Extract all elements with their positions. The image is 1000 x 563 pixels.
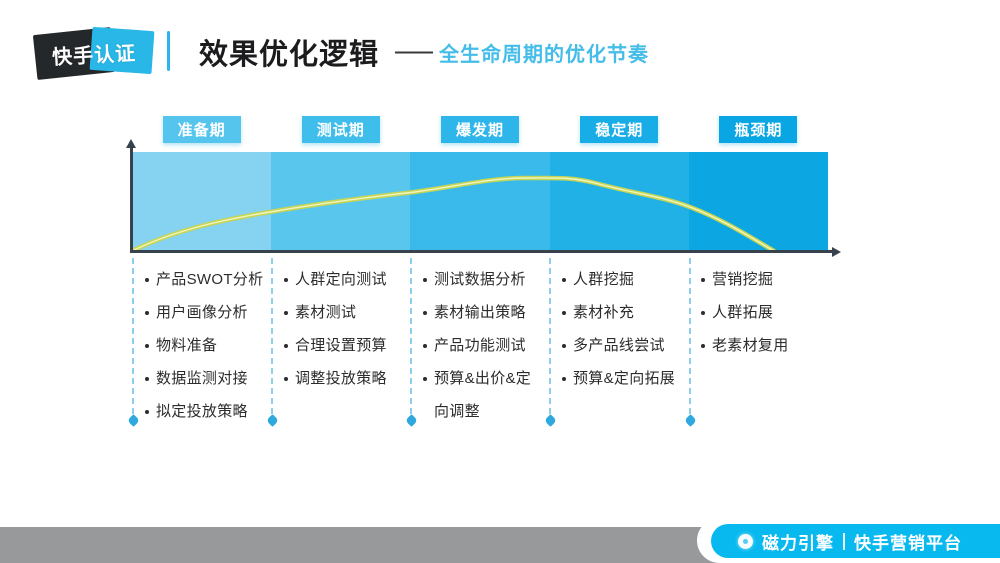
separator-2 <box>265 258 279 427</box>
title-dash: —— <box>395 40 433 63</box>
list-item: 拟定投放策略 <box>143 395 267 428</box>
footer-divider <box>843 532 845 550</box>
phase-badge-testing: 测试期 <box>301 116 380 143</box>
y-axis-arrow-icon <box>126 139 136 148</box>
list-item: 调整投放策略 <box>282 362 406 395</box>
list-item: 预算&定向拓展 <box>560 362 684 395</box>
list-item: 多产品线尝试 <box>560 329 684 362</box>
column-bottleneck: 营销挖掘 人群拓展 老素材复用 <box>688 261 827 428</box>
list-item: 素材补充 <box>560 296 684 329</box>
curve-stroke <box>132 175 777 251</box>
page-subtitle: 全生命周期的优化节奏 <box>439 43 650 66</box>
phase-detail-columns: 产品SWOT分析 用户画像分析 物料准备 数据监测对接 拟定投放策略 人群定向测… <box>132 261 852 428</box>
lifecycle-curve <box>132 175 777 251</box>
header-divider <box>167 31 170 71</box>
separator-1 <box>126 258 140 427</box>
footer-platform-name: 快手营销平台 <box>854 533 962 553</box>
band-preparation <box>132 152 272 251</box>
list-item: 素材输出策略 <box>421 296 545 329</box>
phase-badge-stable: 稳定期 <box>580 116 659 143</box>
footer-brand-name: 磁力引擎 <box>762 533 834 553</box>
column-separators <box>126 258 828 428</box>
y-axis <box>130 147 133 252</box>
list-item: 素材测试 <box>282 296 406 329</box>
column-preparation: 产品SWOT分析 用户画像分析 物料准备 数据监测对接 拟定投放策略 <box>132 261 271 428</box>
list-item: 人群定向测试 <box>282 263 406 296</box>
list-item: 预算&出价&定向调整 <box>421 362 545 428</box>
phase-badge-preparation: 准备期 <box>162 116 241 143</box>
curve-highlight <box>132 177 775 251</box>
separator-3 <box>404 258 418 427</box>
x-axis <box>130 250 833 253</box>
footer-brand-pill: 磁力引擎 快手营销平台 <box>711 524 1000 558</box>
list-item: 老素材复用 <box>699 329 823 362</box>
list-item: 营销挖掘 <box>699 263 823 296</box>
separator-4 <box>543 258 557 427</box>
list-item: 产品SWOT分析 <box>143 263 267 296</box>
band-explosion <box>410 152 550 251</box>
page-title: 效果优化逻辑 <box>199 39 380 71</box>
phase-badges-row: 准备期 测试期 爆发期 稳定期 瓶颈期 <box>132 116 828 144</box>
list-item: 产品功能测试 <box>421 329 545 362</box>
kuaishou-certification-logo: 快手认证 <box>32 22 155 80</box>
list-item: 数据监测对接 <box>143 362 267 395</box>
phase-badge-explosion: 爆发期 <box>441 116 520 143</box>
logo-label: 快手认证 <box>51 42 137 70</box>
list-item: 物料准备 <box>143 329 267 362</box>
header-title-row: 效果优化逻辑 —— 全生命周期的优化节奏 <box>199 30 649 74</box>
list-item: 人群拓展 <box>699 296 823 329</box>
column-testing: 人群定向测试 素材测试 合理设置预算 调整投放策略 <box>271 261 410 428</box>
list-item: 用户画像分析 <box>143 296 267 329</box>
band-bottleneck <box>688 152 829 251</box>
column-stable: 人群挖掘 素材补充 多产品线尝试 预算&定向拓展 <box>549 261 688 428</box>
separator-5 <box>683 258 697 427</box>
magnetic-engine-logo-icon <box>738 533 753 549</box>
list-item: 人群挖掘 <box>560 263 684 296</box>
list-item: 合理设置预算 <box>282 329 406 362</box>
phase-badge-bottleneck: 瓶颈期 <box>719 116 798 143</box>
column-explosion: 测试数据分析 素材输出策略 产品功能测试 预算&出价&定向调整 <box>410 261 549 428</box>
x-axis-arrow-icon <box>832 246 841 257</box>
list-item: 测试数据分析 <box>421 263 545 296</box>
